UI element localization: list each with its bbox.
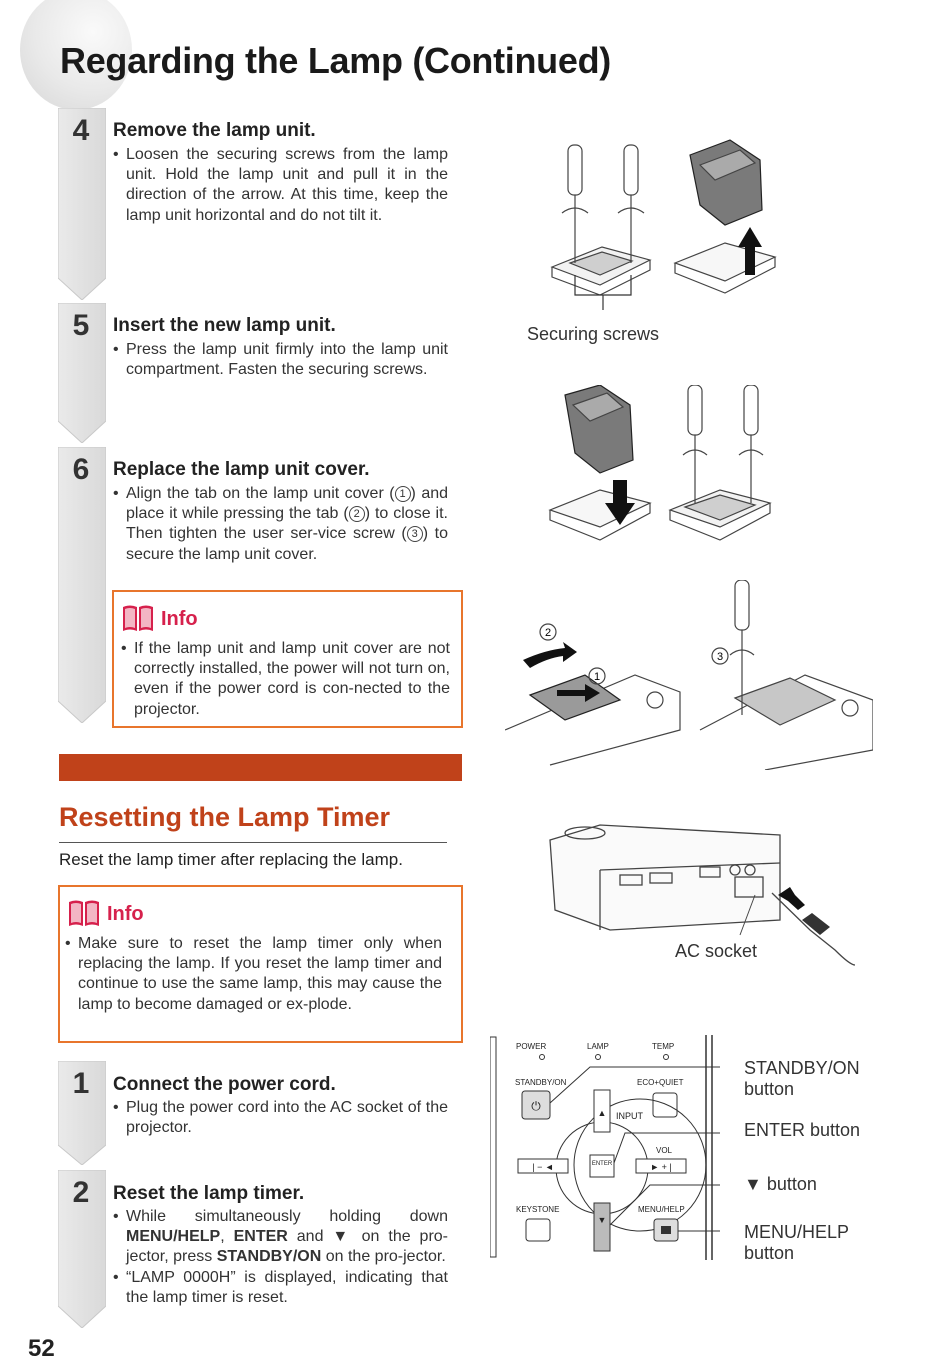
reset-step-2-heading: Reset the lamp timer. (113, 1183, 305, 1204)
page-number: 52 (28, 1335, 55, 1362)
info-title: Info (161, 608, 198, 630)
up-button[interactable] (593, 1089, 611, 1133)
step-6-text: Align the tab on the lamp unit cover (1)… (126, 485, 449, 563)
remove-lamp-illustration (550, 139, 777, 310)
enter-callout: ENTER button (744, 1120, 861, 1140)
panel-keystone-label: KEYSTONE (516, 1205, 559, 1214)
marker-3: 3 (717, 651, 723, 663)
step-number: 5 (72, 309, 90, 342)
enter-button[interactable] (589, 1154, 615, 1178)
reset-step-2-body: •While simultaneously holding down MENU/… (113, 1208, 448, 1306)
book-icon (69, 900, 99, 926)
step-4-text: Loosen the securing screws from the lamp… (126, 146, 448, 224)
panel-power-label: POWER (516, 1042, 546, 1051)
temp-indicator (663, 1054, 669, 1060)
reset-step-1-body: •Plug the power cord into the AC socket … (113, 1099, 448, 1137)
panel-lamp-label: LAMP (587, 1042, 609, 1051)
step-number: 6 (72, 453, 90, 486)
down-button[interactable] (593, 1202, 611, 1252)
step-6-body: •Align the tab on the lamp unit cover (1… (113, 484, 448, 565)
section-bar (59, 754, 462, 781)
info-text: •Make sure to reset the lamp timer only … (65, 935, 442, 1013)
svg-text:▼: ▼ (598, 1215, 607, 1225)
step-tab-6: 6 (58, 447, 106, 723)
page-title: Regarding the Lamp (Continued) (60, 40, 611, 81)
panel-menu-label: MENU/HELP (638, 1205, 685, 1214)
securing-screws-label: Securing screws (527, 324, 660, 344)
power-indicator (539, 1054, 545, 1060)
minus-left-button[interactable] (517, 1158, 569, 1174)
marker-2: 2 (545, 627, 551, 639)
info-text: •If the lamp unit and lamp unit cover ar… (121, 640, 450, 718)
panel-input-label: INPUT (616, 1111, 644, 1121)
book-icon (123, 605, 153, 631)
replace-cover-illustration: 2 1 3 (505, 580, 873, 770)
panel-eco-label: ECO+QUIET (637, 1078, 684, 1087)
step-number: 1 (72, 1067, 90, 1100)
lamp-indicator (595, 1054, 601, 1060)
section-title: Resetting the Lamp Timer (59, 802, 391, 832)
info-title: Info (107, 903, 144, 925)
step-4-heading: Remove the lamp unit. (113, 120, 316, 141)
insert-lamp-illustration (548, 385, 772, 541)
projector-ac-socket-illustration (549, 824, 856, 966)
power-icon: ⏻ (531, 1099, 541, 1113)
standby-on-button[interactable] (521, 1090, 551, 1120)
step-number: 2 (72, 1176, 90, 1209)
step-5-body: •Press the lamp unit firmly into the lam… (113, 340, 448, 380)
keystone-button[interactable] (525, 1218, 551, 1242)
eco-quiet-button[interactable] (652, 1092, 678, 1118)
section-intro: Reset the lamp timer after replacing the… (59, 850, 403, 869)
ac-socket-label: AC socket (675, 941, 758, 961)
panel-standby-label: STANDBY/ON (515, 1078, 567, 1087)
section-rule (59, 842, 447, 843)
panel-vol-label: VOL (656, 1146, 673, 1155)
corner-decoration (20, 0, 132, 110)
step-5-text: Press the lamp unit firmly into the lamp… (126, 341, 448, 379)
panel-temp-label: TEMP (652, 1042, 674, 1051)
reset-step-1-heading: Connect the power cord. (113, 1074, 336, 1095)
step-4-body: •Loosen the securing screws from the lam… (113, 145, 448, 226)
step-5-heading: Insert the new lamp unit. (113, 315, 336, 336)
info-box-reset-timer: Info •Make sure to reset the lamp timer … (58, 885, 463, 1043)
minus-key-label: | − ◄ (532, 1162, 554, 1172)
down-button-callout: ▼ button (744, 1174, 817, 1194)
step-tab-5: 5 (58, 303, 106, 443)
panel-enter-label: ENTER (592, 1161, 613, 1167)
plus-right-button[interactable] (635, 1158, 687, 1174)
marker-1: 1 (594, 671, 600, 683)
plus-key-label: ► + | (650, 1162, 672, 1172)
svg-text:▲: ▲ (598, 1108, 607, 1118)
step-number: 4 (72, 114, 90, 147)
step-tab-4: 4 (58, 108, 106, 300)
info-box-lamp-install: Info •If the lamp unit and lamp unit cov… (112, 590, 463, 728)
step-tab-2: 2 (58, 1170, 106, 1328)
control-panel-illustration: POWER LAMP TEMP STANDBY/ON ECO+QUIET ⏻ ▲… (490, 1035, 720, 1260)
step-6-heading: Replace the lamp unit cover. (113, 459, 370, 480)
step-tab-1: 1 (58, 1061, 106, 1165)
